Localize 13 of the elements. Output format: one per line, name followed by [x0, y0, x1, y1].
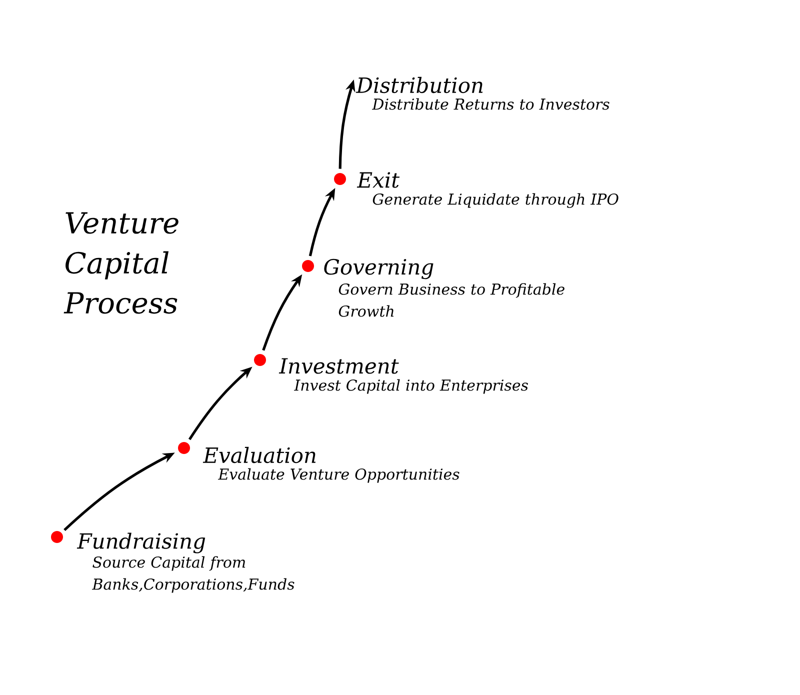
step-description: Evaluate Venture Opportunities: [218, 468, 460, 483]
step-description: Govern Business to Profitable Growth: [338, 283, 564, 317]
step-description: Distribute Returns to Investors: [372, 98, 610, 110]
step-heading: Distribution: [356, 76, 483, 94]
step-description: Source Capital from Banks,Corporations,Funds: [92, 556, 294, 593]
step-heading: Exit: [356, 172, 400, 188]
title: Venture Capital Process: [64, 212, 178, 314]
step-heading: Evaluation: [202, 446, 316, 464]
step-description: Invest Capital into Enterprises: [294, 379, 528, 394]
step-description: Generate Liquidate through IPO: [372, 193, 618, 208]
step-heading: Governing: [324, 258, 434, 280]
step-heading: Investment: [278, 358, 399, 374]
step-heading: Fundraising: [76, 532, 206, 554]
